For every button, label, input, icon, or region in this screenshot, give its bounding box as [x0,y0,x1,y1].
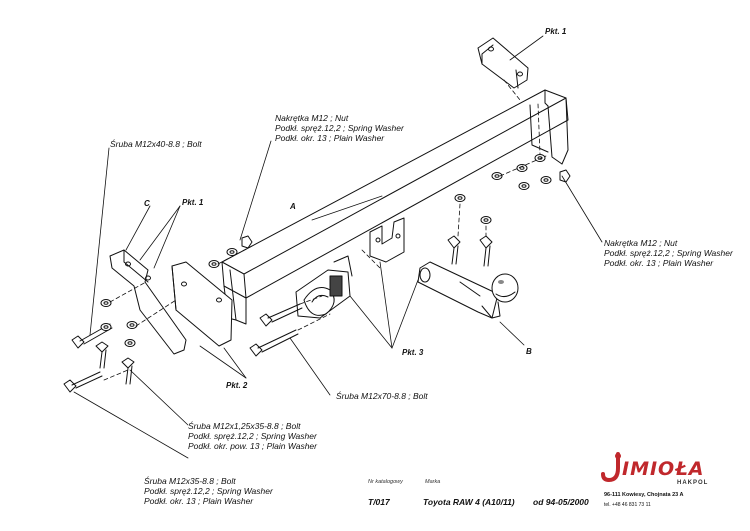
callout-line: Podkł. okr. pow. 13 ; Plain Washer [188,441,317,451]
right-mounting-bracket [477,37,529,89]
callout-bolt-40: Śruba M12x40-8.8 ; Bolt [110,139,202,149]
company-address: 96-111 Kowiesy, Chojnata 23 A [604,492,684,498]
left-mounting-bracket [109,249,187,355]
callout-line: Podkł. spręż.12,2 ; Spring Washer [144,486,273,496]
logo-wordmark: IMIOŁA [622,458,705,480]
callout-bolt-125: Śruba M12x1,25x35-8.8 ; Bolt Podkł. sprę… [188,421,317,451]
vehicle-model: Toyota RAW 4 (A10/11) [423,497,515,507]
catalog-number: T/017 [368,497,390,507]
model-years: od 94-05/2000 [533,497,589,507]
callout-nut-upper: Nakrętka M12 ; Nut Podkł. spręż.12,2 ; S… [275,113,404,143]
callout-line: Podkł. okr. 13 ; Plain Washer [604,258,714,268]
tag-a: A [290,202,296,211]
assembly-lines [103,79,547,381]
upper-left-nut-set [208,235,253,268]
callout-bolt-70: Śruba M12x70-8.8 ; Bolt [336,391,428,401]
main-crossbar [221,89,569,325]
callout-line: Podkł. spręż.12,2 ; Spring Washer [188,431,317,441]
callout-line: Podkł. spręż.12,2 ; Spring Washer [604,248,733,258]
callout-line: Podkł. spręż.12,2 ; Spring Washer [275,123,404,133]
left-side-plate [171,261,233,347]
tag-pkt1-top: Pkt. 1 [545,27,567,36]
leader-lines [73,35,603,459]
centre-fork [369,217,405,263]
bolt-m12x70 [249,303,303,357]
tow-ball [417,261,519,319]
callout-bolt-35: Śruba M12x35-8.8 ; Bolt Podkł. spręż.12,… [144,476,273,506]
callout-line: Śruba M12x1,25x35-8.8 ; Bolt [188,421,301,431]
callout-line: Nakrętka M12 ; Nut [275,113,349,123]
callout-line: Podkł. okr. 13 ; Plain Washer [144,496,254,506]
logo-hook-icon [601,452,621,483]
callout-line: Śruba M12x35-8.8 ; Bolt [144,476,236,486]
callout-line: Nakrętka M12 ; Nut [604,238,678,248]
callout-line: Podkł. okr. 13 ; Plain Washer [275,133,385,143]
tag-pkt1-left: Pkt. 1 [182,198,204,207]
tag-pkt2: Pkt. 2 [226,381,248,390]
left-bolt-set [63,299,138,393]
callout-line: Śruba M12x70-8.8 ; Bolt [336,391,428,401]
catalog-number-heading: Nr katalogowy [368,479,403,485]
callout-line: Śruba M12x40-8.8 ; Bolt [110,139,202,149]
make-heading: Marka [425,479,441,485]
tag-c: C [144,199,150,208]
tag-b: B [526,347,532,356]
callout-nut-right: Nakrętka M12 ; Nut Podkł. spręż.12,2 ; S… [604,238,733,268]
right-nut-set [447,154,571,267]
company-phone: tel. +48 46 831 73 11 [604,502,651,508]
tag-pkt3: Pkt. 3 [402,348,424,357]
logo-subtitle: HAKPOL [677,480,709,486]
